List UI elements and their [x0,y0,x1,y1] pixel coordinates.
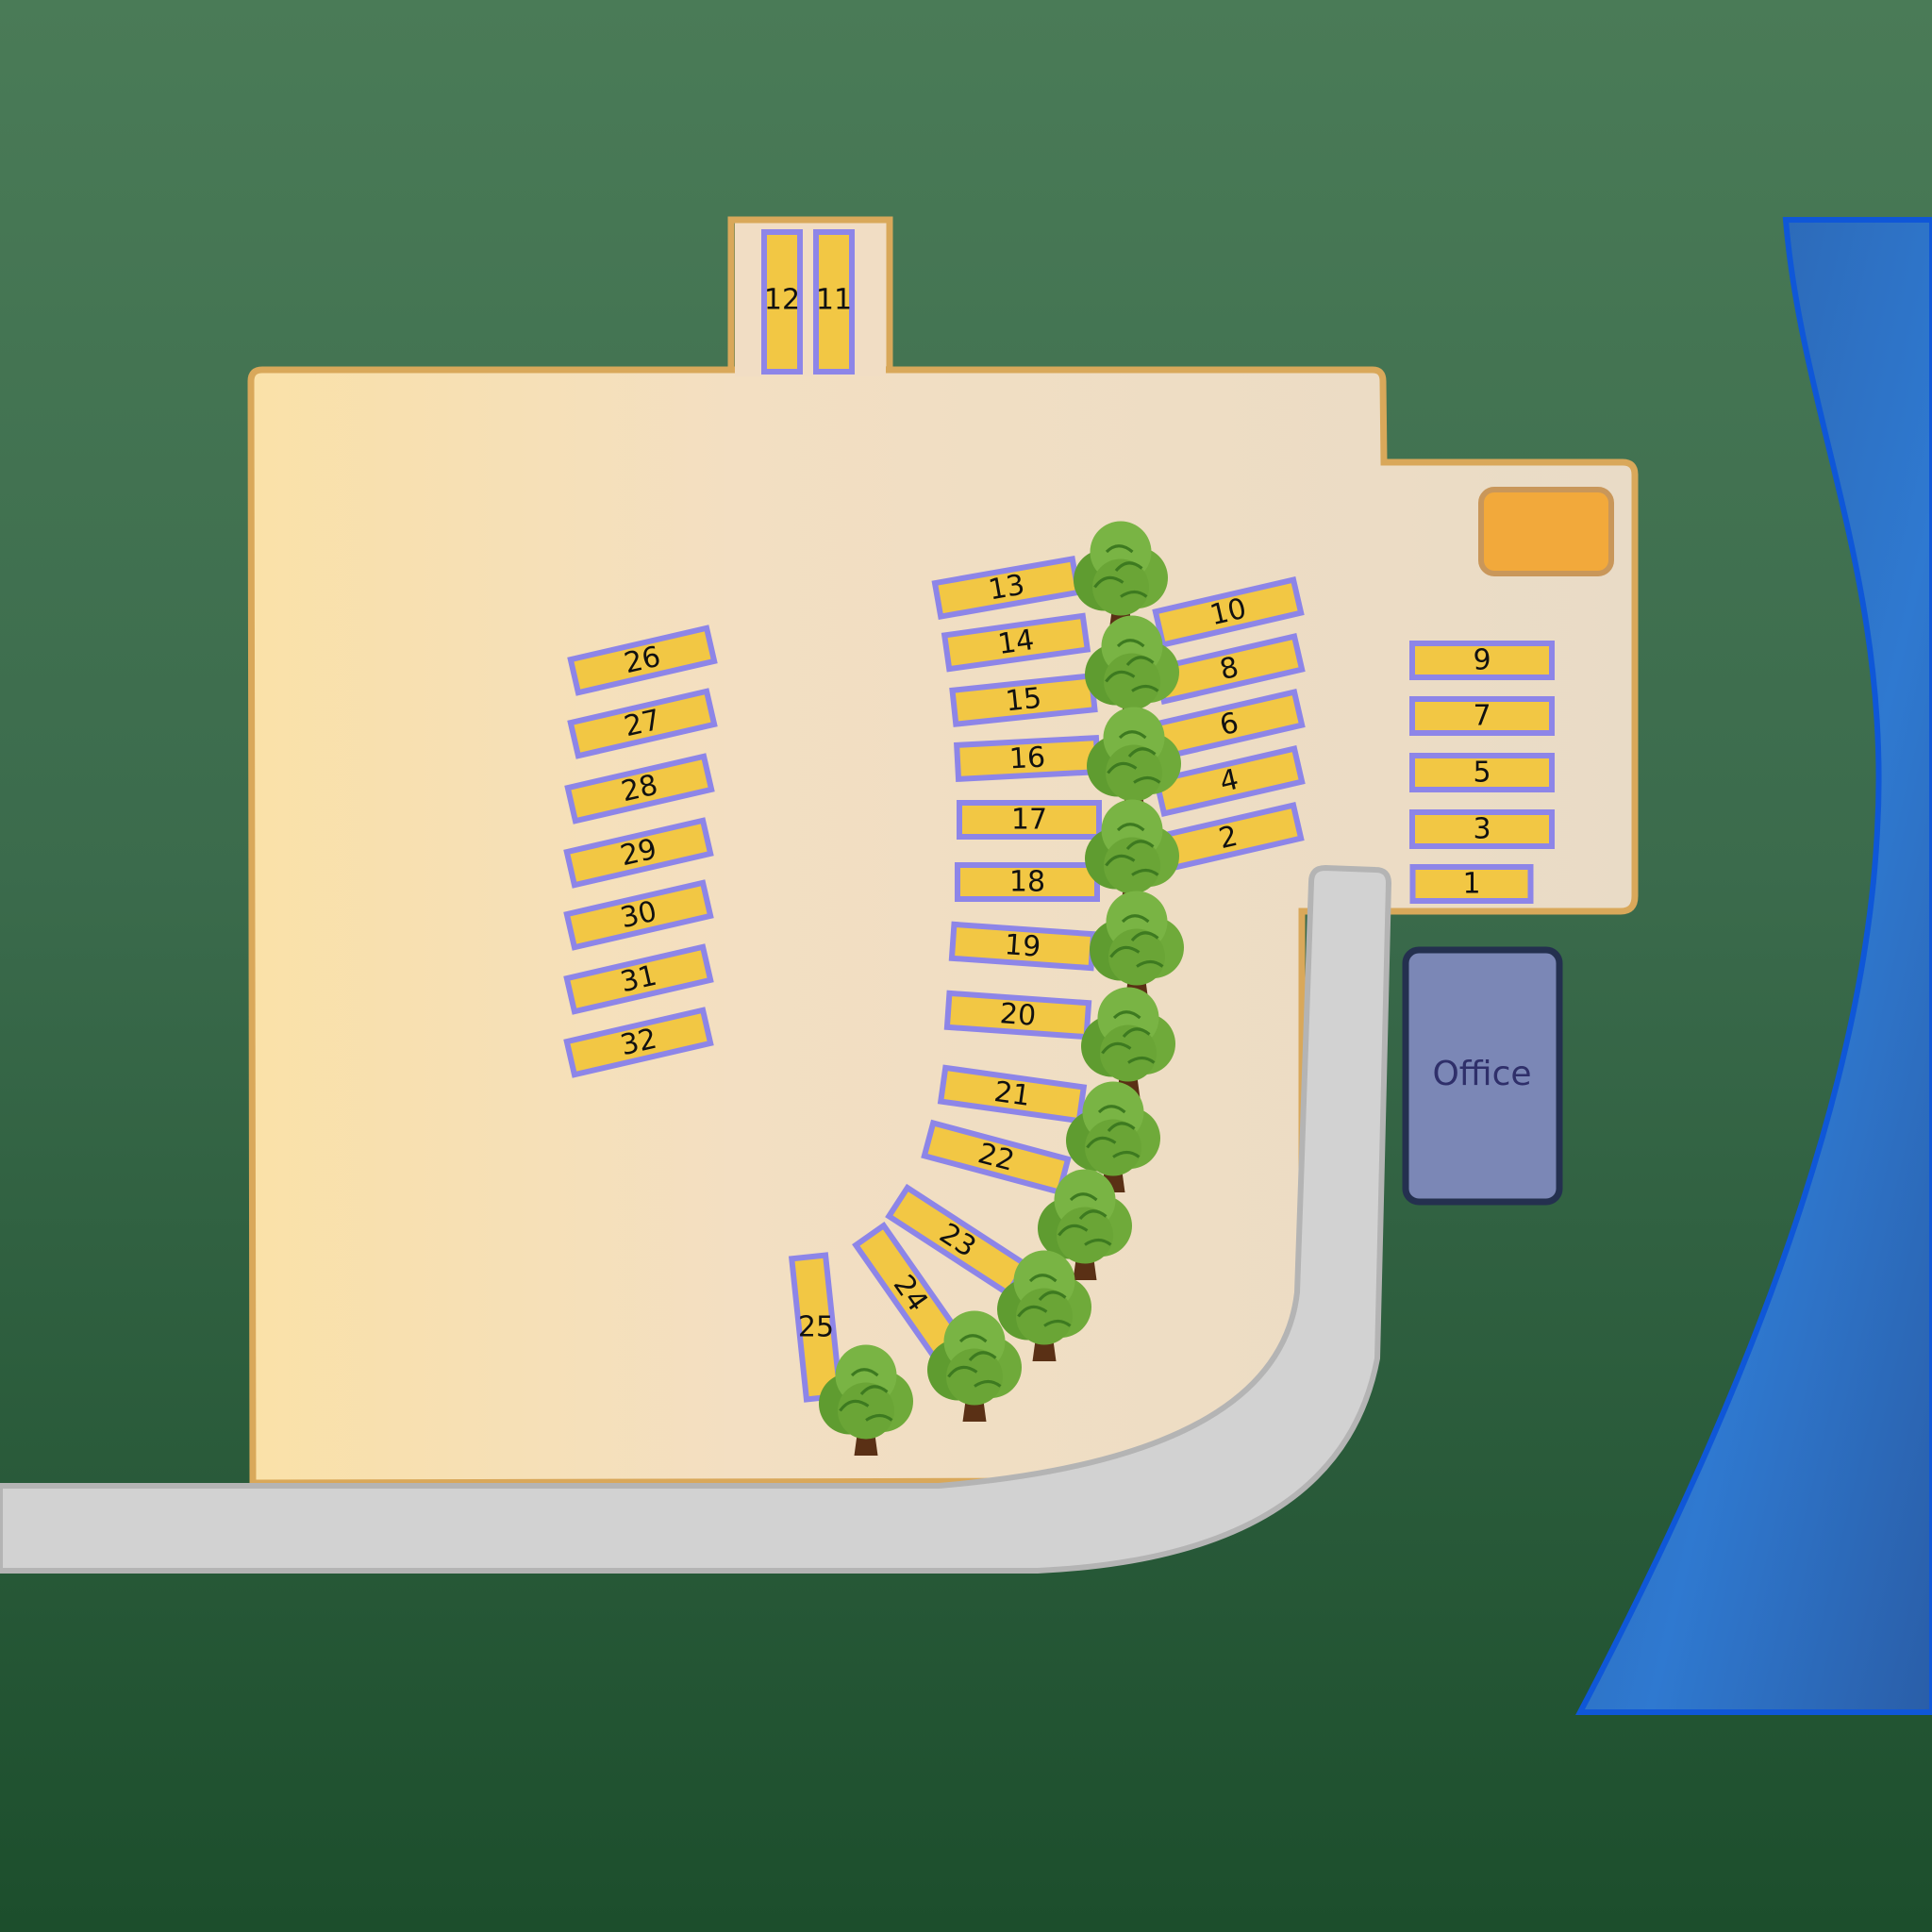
campsite-5[interactable]: 5 [1409,753,1555,792]
campsite-label: 1 [1462,868,1480,901]
campsite-label: 12 [764,284,800,317]
campsite-10[interactable]: 10 [1152,575,1305,649]
campsite-27[interactable]: 27 [567,688,718,759]
campsite-7[interactable]: 7 [1409,696,1555,736]
campsite-18[interactable]: 18 [955,862,1100,902]
campsite-20[interactable]: 20 [943,990,1092,1041]
office-label: Office [1432,1055,1531,1093]
campsite-3[interactable]: 3 [1409,809,1555,849]
campsite-label: 26 [621,641,663,681]
campsite-16[interactable]: 16 [954,734,1101,783]
campsite-label: 29 [617,833,659,874]
campsite-label: 19 [1004,928,1042,964]
road [0,864,1392,1574]
campsite-label: 5 [1473,757,1491,790]
campsite-label: 10 [1207,592,1249,633]
campsite-label: 30 [617,895,659,936]
campsite-label: 13 [986,568,1027,607]
campsite-12[interactable]: 12 [761,229,803,375]
campsite-label: 25 [798,1311,834,1344]
campsite-label: 28 [618,769,660,809]
campsite-label: 20 [999,997,1038,1033]
campsite-1[interactable]: 1 [1409,864,1534,904]
campsite-26[interactable]: 26 [567,625,718,696]
campsite-label: 15 [1004,682,1043,719]
amenity-building [1478,487,1614,576]
campsite-9[interactable]: 9 [1409,641,1555,680]
campsite-17[interactable]: 17 [957,800,1102,840]
river [1575,217,1932,1715]
campsite-label: 21 [992,1075,1033,1113]
campsite-28[interactable]: 28 [564,753,715,824]
campsite-30[interactable]: 30 [563,879,714,951]
campsite-21[interactable]: 21 [937,1064,1088,1124]
campsite-label: 14 [996,624,1037,661]
campsite-label: 11 [816,284,852,317]
campsite-label: 3 [1473,813,1491,846]
campsite-label: 32 [617,1023,659,1063]
campsite-4[interactable]: 4 [1153,744,1306,818]
campsite-25[interactable]: 25 [788,1252,844,1403]
campsite-label: 7 [1473,700,1491,733]
office-building[interactable]: Office [1402,946,1563,1206]
campsite-29[interactable]: 29 [563,817,714,889]
campsite-label: 16 [1008,741,1046,776]
campsite-label: 27 [621,704,663,744]
campsite-32[interactable]: 32 [563,1007,714,1078]
campsite-label: 17 [1011,804,1047,837]
campsite-label: 31 [617,959,659,1000]
campsite-19[interactable]: 19 [948,921,1097,972]
campsite-22[interactable]: 22 [921,1119,1072,1196]
campsite-2[interactable]: 2 [1152,801,1305,874]
campsite-24[interactable]: 24 [852,1222,969,1365]
campsite-label: 9 [1473,644,1491,677]
campsite-14[interactable]: 14 [941,612,1091,673]
campsite-label: 18 [1009,866,1045,899]
campsite-11[interactable]: 11 [813,229,855,375]
campsite-31[interactable]: 31 [563,943,714,1015]
